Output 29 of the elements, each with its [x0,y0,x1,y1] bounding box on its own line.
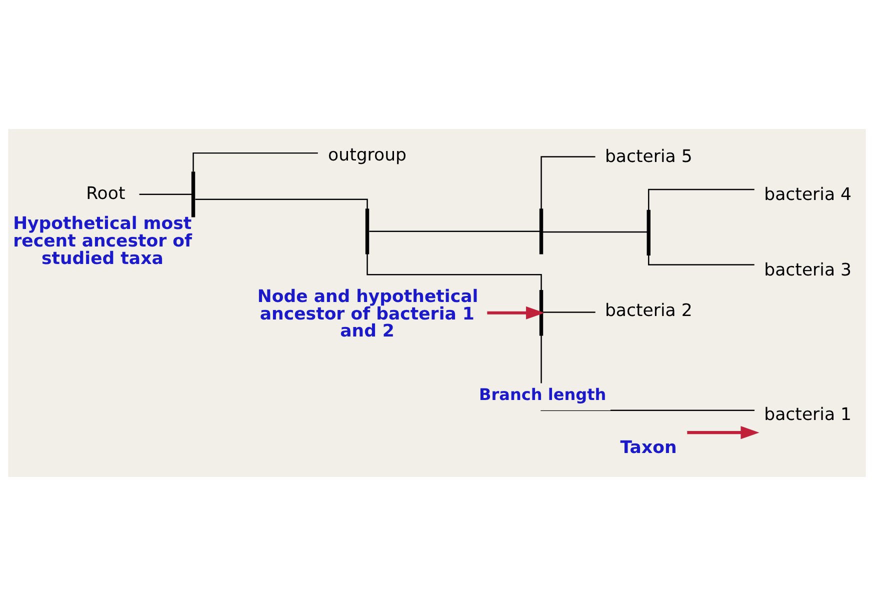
node-label: Hypothetical most recent ancestor of studied taxa [13,214,192,269]
node-bar [539,290,544,336]
arrow [487,306,545,320]
node-text: Taxon [620,438,677,458]
arrow [687,426,760,440]
node-text: Root [86,184,126,204]
node-text: Node and hypothetical ancestor of bacteria 1 and 2 [257,287,478,342]
connector [366,254,542,291]
node-bar [539,208,544,254]
connector [195,198,368,210]
connector [540,156,596,210]
node-text: bacteria 3 [764,260,852,280]
node-text: outgroup [328,146,406,166]
node-text: bacteria 4 [764,185,852,206]
connector [540,335,755,411]
connector [648,188,754,210]
edge-label: Branch length [479,384,606,404]
connector [139,194,192,196]
connector [542,312,596,313]
connector [369,230,540,232]
node-bar [191,172,196,218]
node-text: bacteria 2 [604,301,692,322]
node-bar [365,208,370,254]
connector [192,152,318,172]
connector [542,231,648,233]
node-bar [646,210,650,256]
connector [648,254,754,266]
node-text: bacteria 5 [604,146,692,167]
node-text: bacteria 1 [764,404,852,425]
